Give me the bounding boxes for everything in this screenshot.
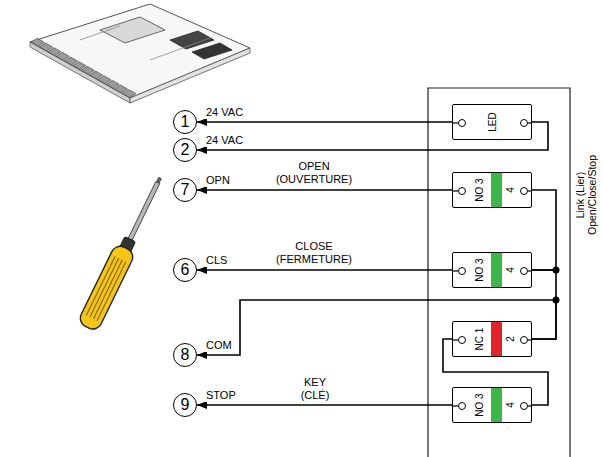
- component: [170, 31, 214, 49]
- terminal-label: NO 3: [475, 258, 485, 281]
- led-indicator: LED: [452, 104, 532, 140]
- terminal-lead: [453, 339, 458, 340]
- callout-number-text: 1: [181, 114, 190, 130]
- terminal-lead: [453, 270, 458, 271]
- terminal-lead: [528, 270, 531, 271]
- callout-number: 2: [173, 138, 197, 162]
- terminal-lead: [453, 122, 458, 123]
- switch-contact: NO 3 4: [452, 387, 532, 423]
- component: [192, 43, 232, 59]
- wire: [197, 189, 452, 191]
- signal-name: COM: [205, 339, 233, 352]
- contact-color-bar: [491, 322, 502, 356]
- board-outline: [30, 4, 250, 98]
- board-edge: [130, 48, 250, 103]
- handle-groove: [93, 260, 122, 319]
- signal-name: STOP: [205, 389, 237, 402]
- function-label: KEY (CLÉ): [292, 376, 338, 402]
- callout-number-text: 9: [181, 397, 190, 413]
- screw-terminal: [459, 188, 466, 195]
- screw-terminal: [521, 268, 528, 275]
- screw-terminal: [521, 188, 528, 195]
- callout-number: 8: [173, 343, 197, 367]
- terminal-lead: [453, 190, 458, 191]
- callout-number-text: 2: [181, 142, 190, 158]
- terminal-lead: [453, 405, 458, 406]
- screwdriver: [77, 173, 170, 332]
- switch-contact: NO 3 4: [452, 172, 532, 208]
- wire: [532, 190, 556, 270]
- callout-number: 6: [173, 258, 197, 282]
- link-note: Link (Lier) Open/Close/Stop: [574, 140, 598, 250]
- callout-number-text: 6: [181, 262, 190, 278]
- terminal-label: NO 3: [475, 178, 485, 201]
- signal-name: CLS: [205, 254, 228, 267]
- signal-name: OPN: [205, 174, 231, 187]
- wire: [197, 269, 452, 271]
- terminal-strip: [31, 38, 136, 97]
- callout-number: 1: [173, 110, 197, 134]
- terminal-label: 2: [506, 336, 516, 342]
- screw-terminal: [521, 120, 528, 127]
- board-edge: [30, 42, 130, 103]
- function-label: CLOSE (FERMETURE): [262, 240, 366, 266]
- handle-groove: [97, 262, 126, 321]
- screw-terminal: [459, 120, 466, 127]
- terminal-pair: [453, 322, 531, 356]
- terminal-lead: [528, 405, 531, 406]
- switch-contact: NO 3 4: [452, 252, 532, 288]
- handle-grooves: [86, 256, 126, 321]
- contact-color-bar: [491, 388, 502, 422]
- terminal-label: LED: [488, 112, 498, 131]
- terminal-label: 4: [506, 267, 516, 273]
- terminal-lead: [528, 122, 531, 123]
- handle-groove: [86, 256, 115, 315]
- contact-color-bar: [491, 253, 502, 287]
- screw-terminal: [459, 268, 466, 275]
- wire: [197, 404, 452, 406]
- screwdriver-shaft: [127, 182, 160, 243]
- signal-name: 24 VAC: [205, 106, 244, 119]
- screwdriver-handle: [77, 243, 135, 332]
- trace: [80, 26, 120, 40]
- terminal-label: 4: [506, 402, 516, 408]
- terminal-label: NC 1: [475, 328, 485, 351]
- callout-number: 9: [173, 393, 197, 417]
- callout-number: 7: [173, 178, 197, 202]
- screw-terminal: [459, 403, 466, 410]
- wire: [197, 300, 556, 355]
- terminal-label: 4: [506, 187, 516, 193]
- callout-number-text: 7: [181, 182, 190, 198]
- wire: [197, 121, 452, 123]
- terminal-pair: [453, 388, 531, 422]
- signal-name: 24 VAC: [205, 134, 244, 147]
- screw-terminal: [521, 403, 528, 410]
- terminal-pair: [453, 173, 531, 207]
- switch-contact: NC 1 2: [452, 321, 532, 357]
- handle-groove: [90, 258, 119, 317]
- function-label: OPEN (OUVERTURE): [262, 160, 366, 186]
- terminal-lead: [528, 339, 531, 340]
- screw-terminal: [459, 337, 466, 344]
- circuit-board: [30, 4, 250, 103]
- terminal-label: NO 3: [475, 393, 485, 416]
- callout-number-text: 8: [181, 347, 190, 363]
- trace: [150, 38, 210, 60]
- terminal-pair: [453, 253, 531, 287]
- screw-terminal: [521, 337, 528, 344]
- terminal-lead: [528, 190, 531, 191]
- contact-color-bar: [491, 173, 502, 207]
- terminal-block: [123, 90, 136, 98]
- wire: [532, 270, 556, 339]
